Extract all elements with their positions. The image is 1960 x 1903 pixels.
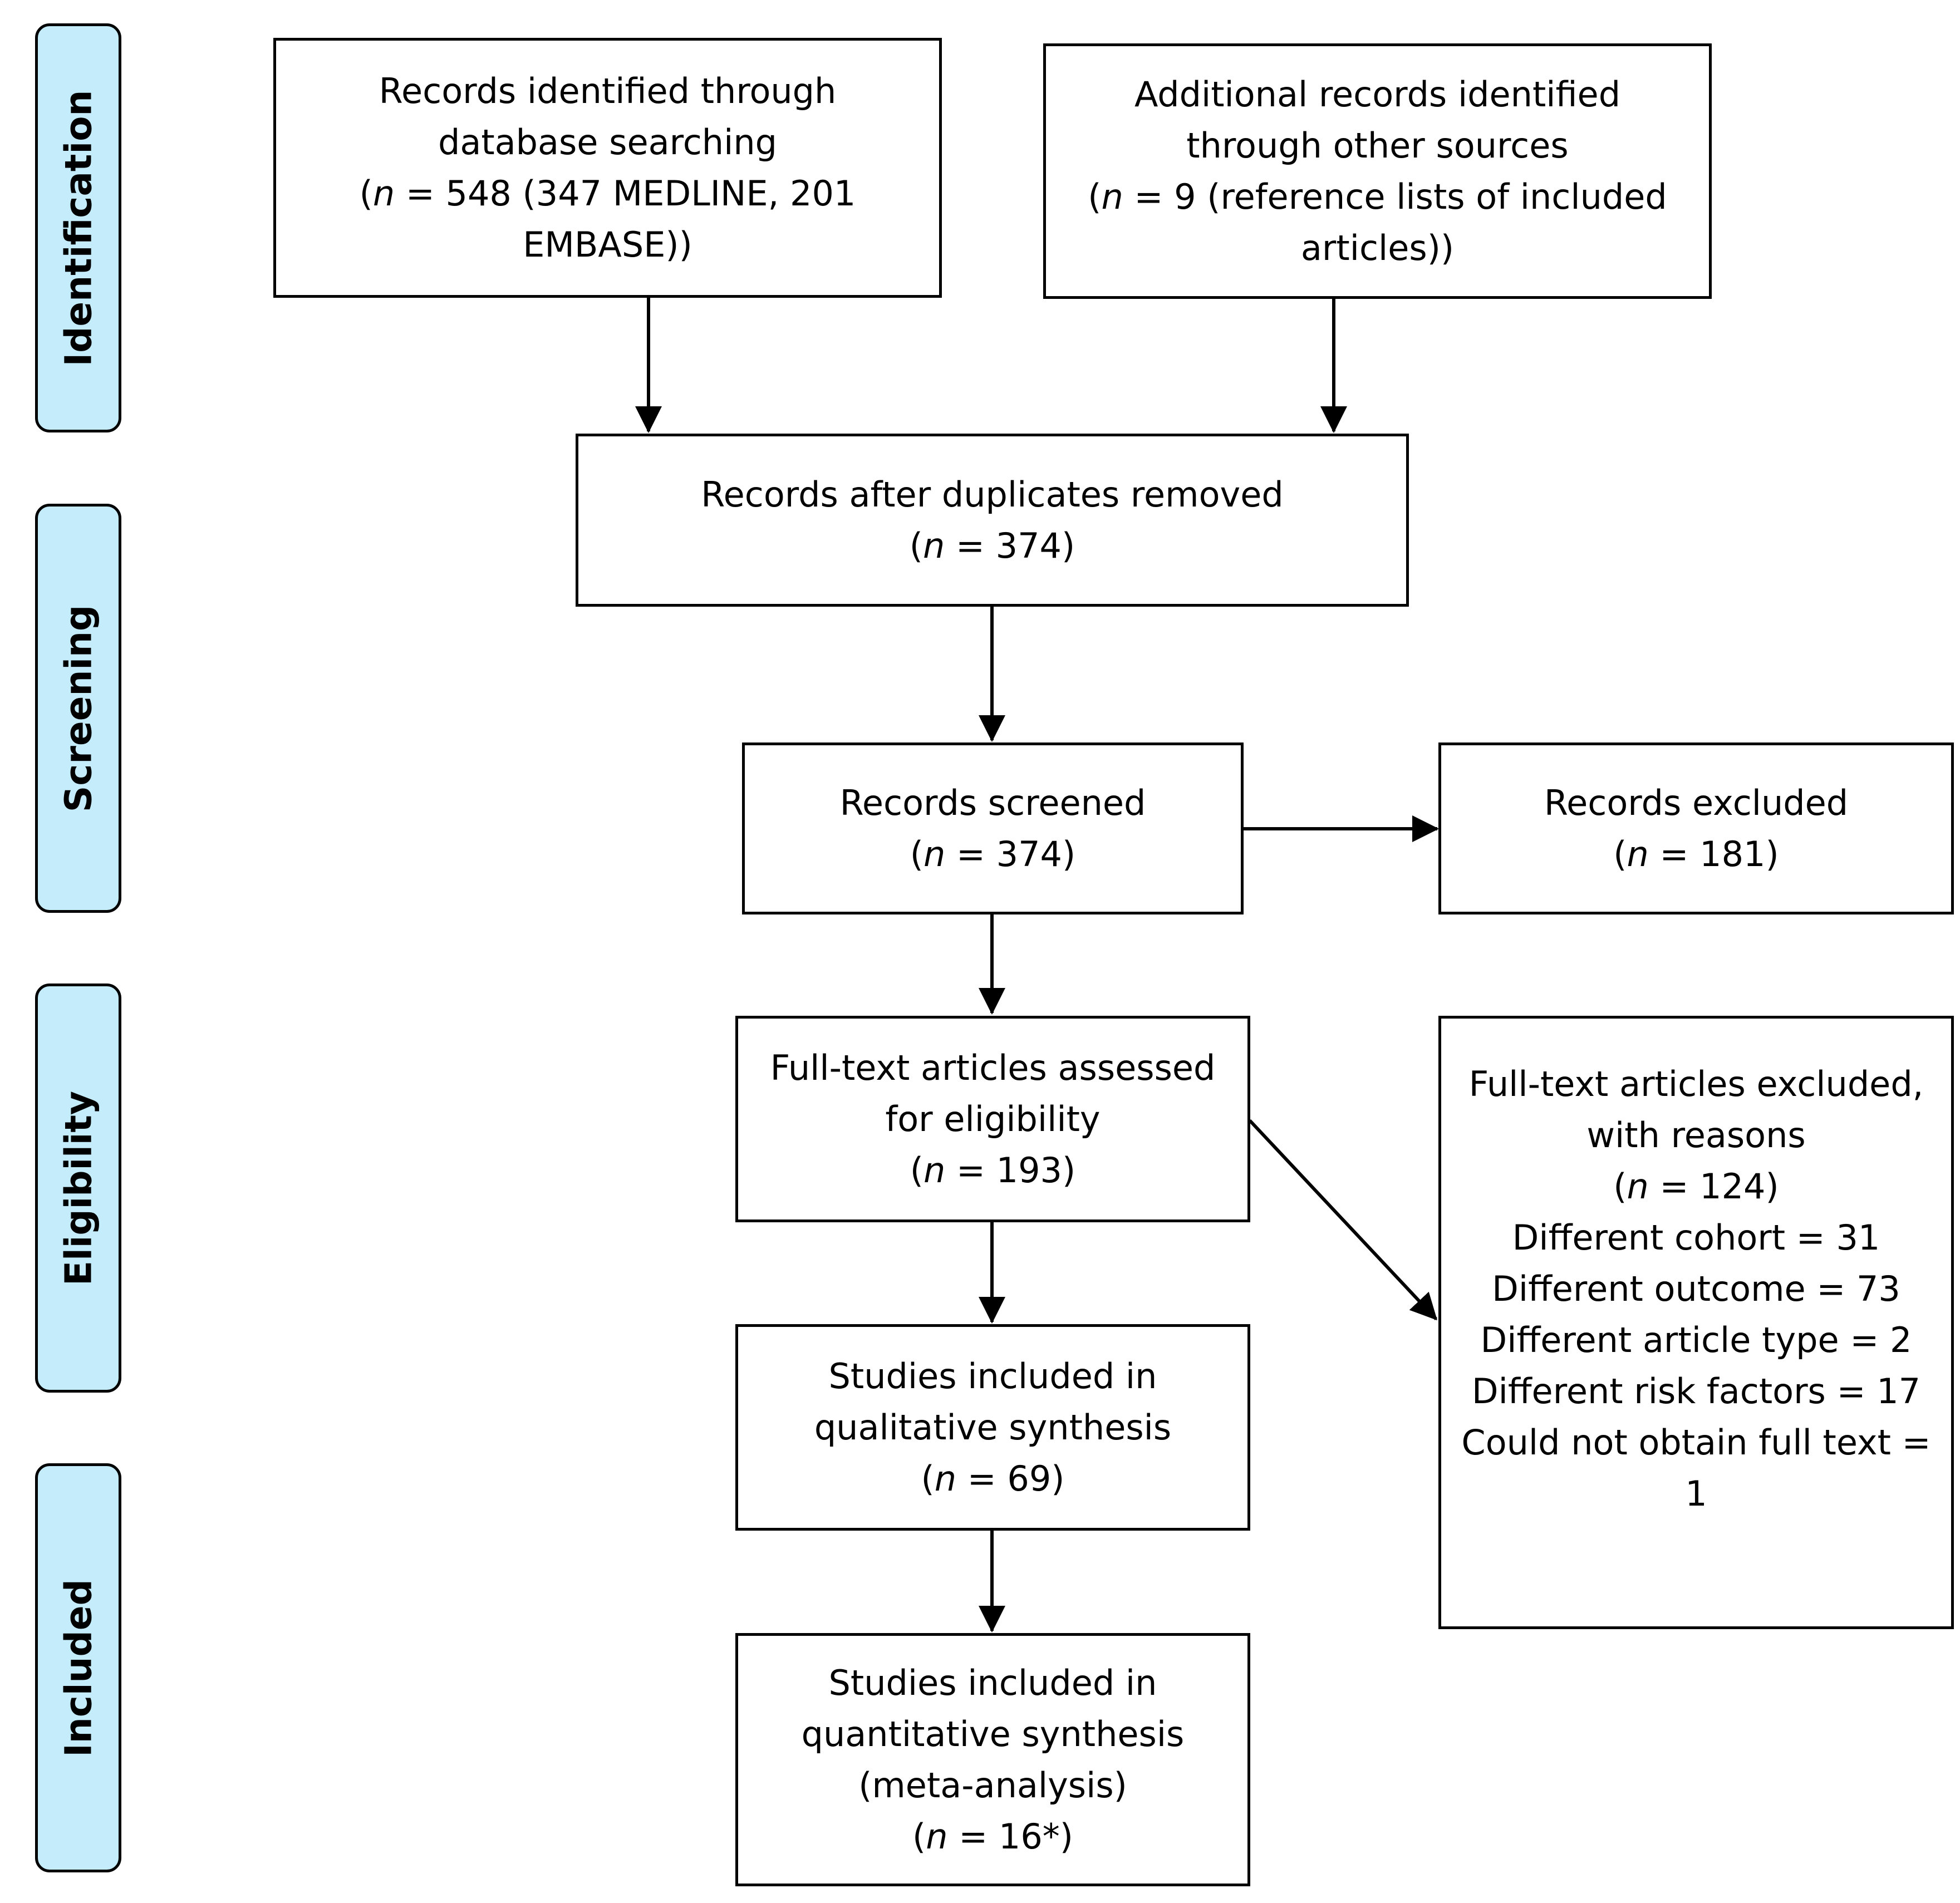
exclusion-reason: Different outcome = 73: [1492, 1268, 1900, 1309]
box-line: articles)): [1300, 227, 1455, 268]
stage-eligibility: Eligibility: [35, 984, 121, 1393]
box-line: with reasons: [1586, 1115, 1806, 1155]
stage-screening: Screening: [35, 504, 121, 913]
box-qualitative-synthesis: Studies included in qualitative synthesi…: [735, 1324, 1250, 1531]
exclusion-reason: Could not obtain full text =: [1461, 1422, 1931, 1463]
box-fulltext-assessed: Full-text articles assessed for eligibil…: [735, 1016, 1250, 1222]
box-line: Studies included in: [828, 1662, 1157, 1703]
box-records-screened: Records screened (n = 374): [742, 742, 1244, 914]
box-count: (n = 124): [1613, 1166, 1779, 1207]
box-count: (n = 193): [910, 1149, 1076, 1191]
box-other-sources: Additional records identified through ot…: [1043, 43, 1712, 299]
box-count: (n = 16*): [912, 1816, 1073, 1857]
box-count: (n = 9 (reference lists of included: [1088, 176, 1667, 217]
exclusion-reason: 1: [1685, 1473, 1707, 1514]
box-count: (n = 374): [909, 525, 1075, 566]
box-line: Records after duplicates removed: [701, 474, 1284, 515]
exclusion-reason: Different article type = 2: [1480, 1320, 1912, 1360]
box-line: Records excluded: [1544, 782, 1849, 823]
box-count: (n = 69): [921, 1458, 1065, 1499]
box-count: (n = 374): [910, 833, 1076, 874]
exclusion-reason: Different cohort = 31: [1512, 1217, 1880, 1258]
box-after-duplicates: Records after duplicates removed (n = 37…: [576, 434, 1409, 607]
box-line: Records identified through: [379, 70, 837, 111]
box-count: (n = 181): [1613, 833, 1779, 874]
box-count: (n = 548 (347 MEDLINE, 201: [359, 173, 856, 214]
stage-included: Included: [35, 1463, 121, 1872]
exclusion-reason: Different risk factors = 17: [1471, 1371, 1921, 1412]
stage-identification: Identification: [35, 23, 121, 432]
box-line: for eligibility: [885, 1098, 1101, 1139]
box-line: through other sources: [1186, 125, 1569, 166]
box-line: qualitative synthesis: [814, 1407, 1172, 1448]
box-line: Records screened: [839, 782, 1146, 823]
box-records-excluded: Records excluded (n = 181): [1438, 742, 1954, 914]
box-line: (meta-analysis): [858, 1764, 1127, 1806]
box-line: database searching: [438, 121, 777, 163]
box-line: Full-text articles excluded,: [1468, 1064, 1924, 1104]
box-database-search: Records identified through database sear…: [273, 38, 942, 298]
box-line: Studies included in: [828, 1355, 1157, 1396]
box-line: EMBASE)): [523, 224, 692, 265]
box-line: Additional records identified: [1134, 73, 1621, 115]
box-line: Full-text articles assessed: [770, 1047, 1216, 1088]
box-fulltext-excluded: Full-text articles excluded, with reason…: [1438, 1016, 1954, 1629]
box-quantitative-synthesis: Studies included in quantitative synthes…: [735, 1633, 1250, 1886]
arrow-fulltext-to-excluded: [1248, 1119, 1438, 1321]
box-line: quantitative synthesis: [801, 1713, 1185, 1754]
